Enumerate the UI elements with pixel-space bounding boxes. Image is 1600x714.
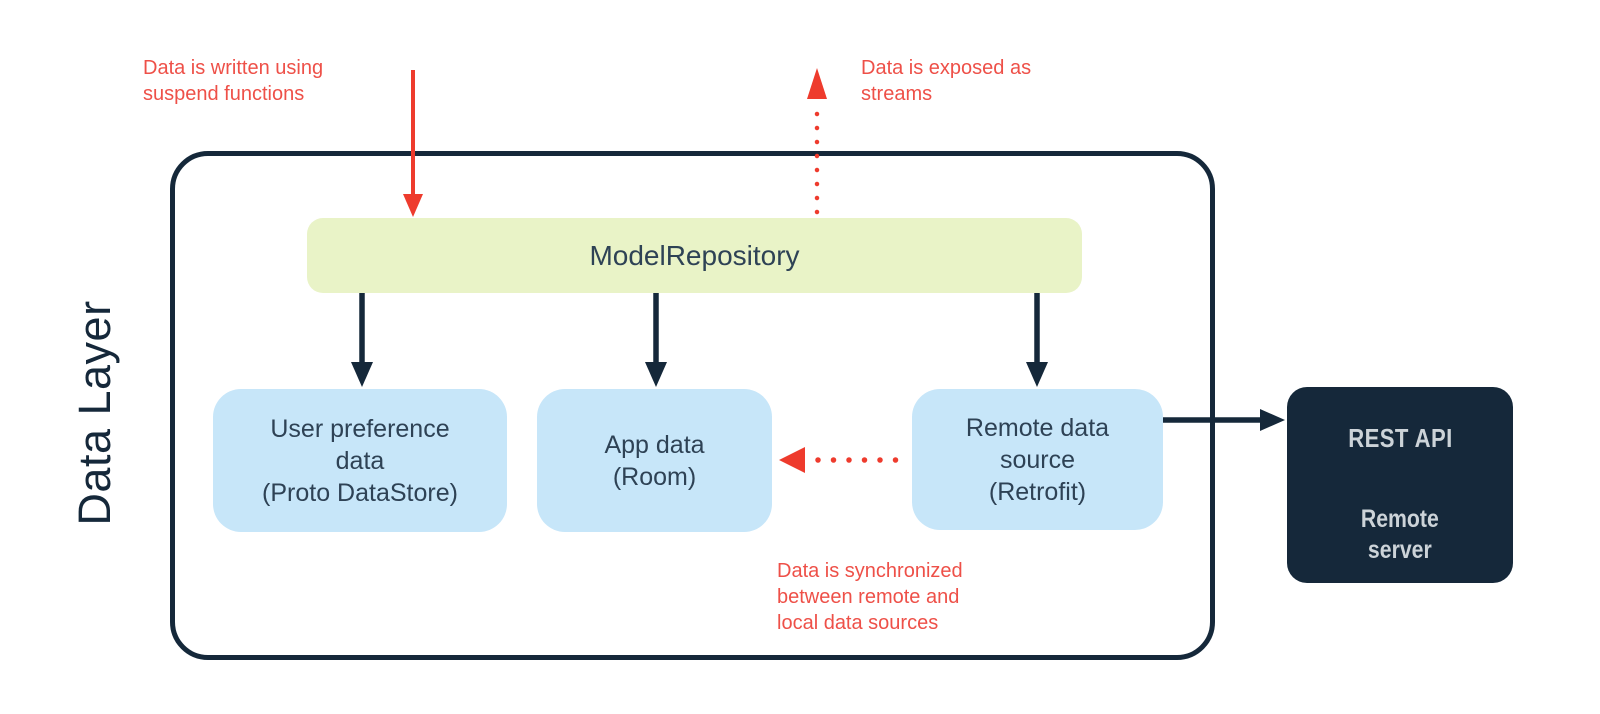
rest-api-box: REST API Remote server xyxy=(1287,387,1513,583)
user-preference-data-label: User preference data (Proto DataStore) xyxy=(262,414,458,507)
remote-data-source-box: Remote data source (Retrofit) xyxy=(912,389,1163,530)
user-preference-data-box: User preference data (Proto DataStore) xyxy=(213,389,507,532)
model-repository-box: ModelRepository xyxy=(307,218,1082,293)
model-repository-label: ModelRepository xyxy=(589,239,800,271)
remote-server-label: Remote server xyxy=(1361,505,1439,564)
rest-api-label: REST API xyxy=(1347,423,1453,453)
data-layer-label: Data Layer xyxy=(69,300,120,526)
app-data-box: App data (Room) xyxy=(537,389,772,532)
annotation-expose-streams: Data is exposed as streams xyxy=(861,57,1032,105)
remote-data-source-label: Remote data source (Retrofit) xyxy=(965,413,1110,506)
app-data-label: App data (Room) xyxy=(604,430,705,491)
annotation-sync-sources: Data is synchronized between remote and … xyxy=(777,560,963,634)
annotation-write-suspend: Data is written using suspend functions xyxy=(143,57,324,105)
data-layer-container xyxy=(170,151,1215,660)
